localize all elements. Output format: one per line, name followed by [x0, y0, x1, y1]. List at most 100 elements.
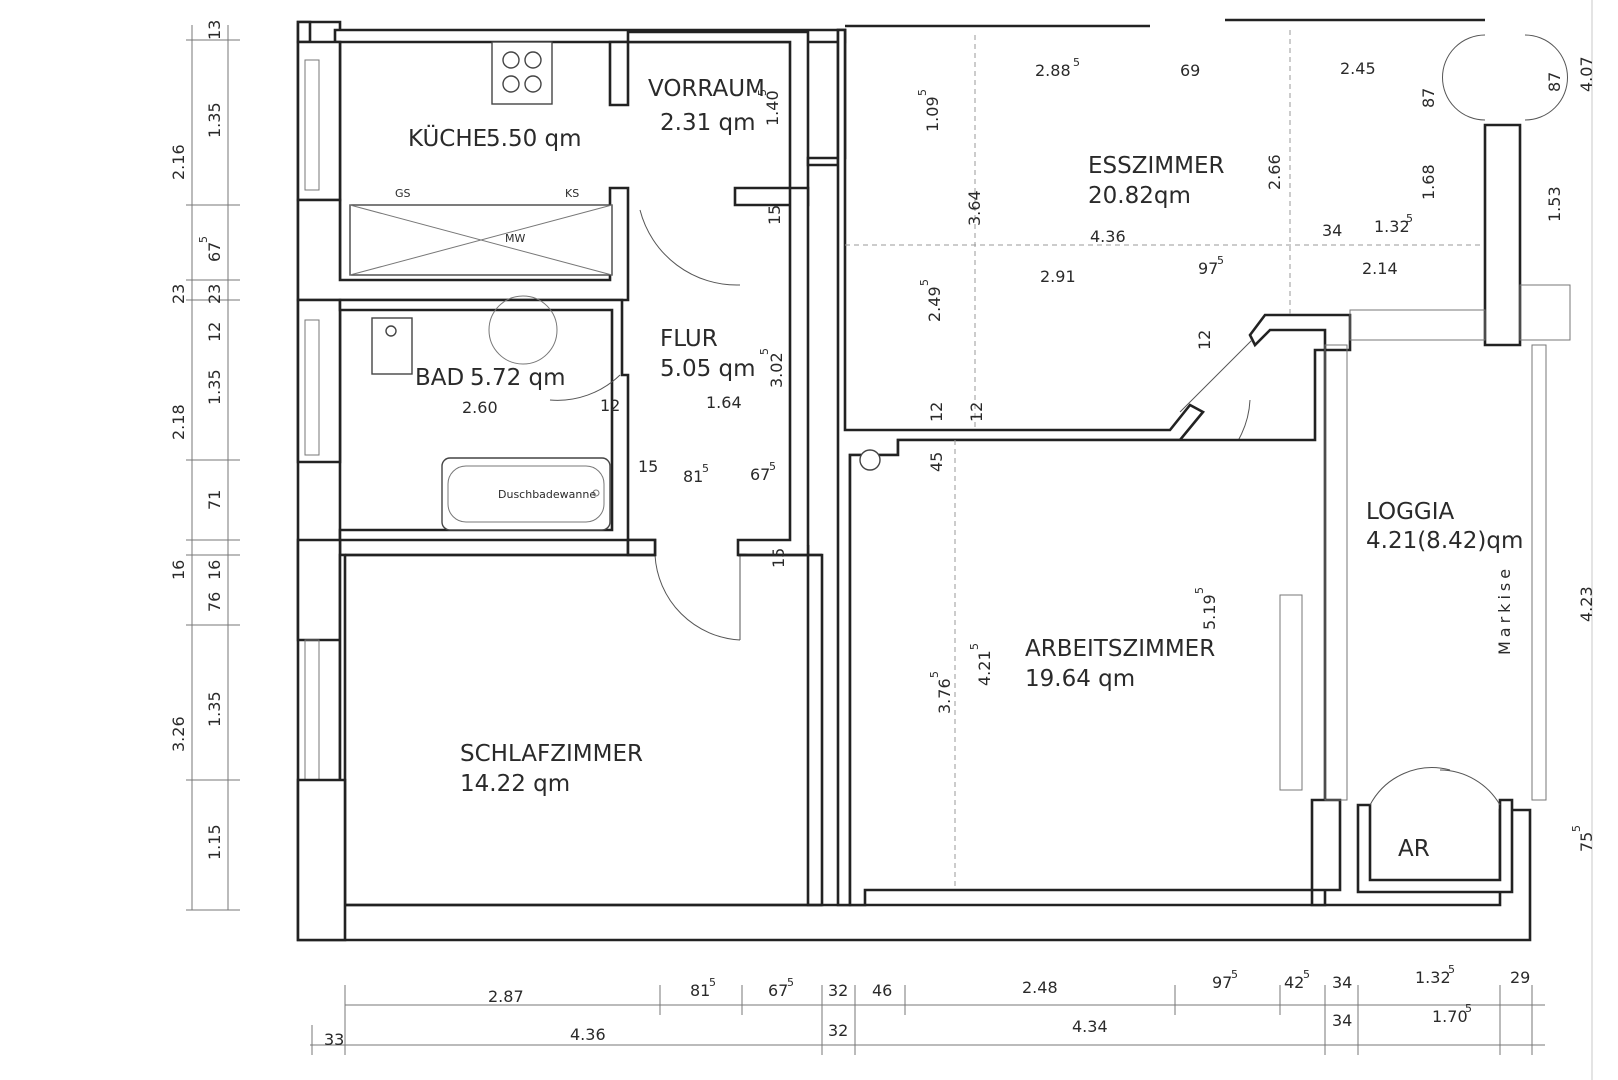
- kitchen-ks-label: KS: [565, 187, 579, 200]
- svg-text:1.70: 1.70: [1432, 1007, 1468, 1026]
- svg-text:71: 71: [205, 490, 224, 510]
- svg-text:2.48: 2.48: [1022, 978, 1058, 997]
- svg-text:87: 87: [1419, 88, 1438, 108]
- loggia-door-frame: [1349, 309, 1486, 341]
- svg-text:16: 16: [169, 560, 188, 580]
- svg-text:12: 12: [205, 322, 224, 342]
- svg-text:1.64: 1.64: [706, 393, 742, 412]
- svg-text:32: 32: [828, 981, 848, 1000]
- svg-text:1.09: 1.09: [923, 96, 942, 132]
- svg-text:4.07: 4.07: [1577, 56, 1596, 92]
- svg-text:5: 5: [968, 643, 981, 650]
- svg-text:97: 97: [1198, 259, 1218, 278]
- svg-text:15: 15: [638, 457, 658, 476]
- svg-text:1.32: 1.32: [1374, 217, 1410, 236]
- svg-text:15: 15: [769, 548, 788, 568]
- loggia-room: [1324, 344, 1547, 894]
- svg-text:3.64: 3.64: [965, 190, 984, 226]
- svg-text:5: 5: [1448, 963, 1455, 976]
- stove: [491, 41, 553, 105]
- loggia-name: LOGGIA: [1366, 499, 1455, 525]
- svg-text:5: 5: [702, 462, 709, 475]
- svg-text:1.32: 1.32: [1415, 968, 1451, 987]
- svg-text:2.88: 2.88: [1035, 61, 1071, 80]
- flur-name: FLUR: [660, 326, 718, 352]
- vorraum-area: 2.31 qm: [660, 110, 756, 136]
- svg-text:5: 5: [918, 279, 931, 286]
- bottom-dimensions: 2.87 81 5 67 5 32 46 2.48 97 5 42 5 34 1…: [324, 963, 1530, 1049]
- svg-text:67: 67: [768, 981, 788, 1000]
- radiator: [1279, 594, 1303, 791]
- svg-text:29: 29: [1510, 968, 1530, 987]
- svg-text:5: 5: [197, 236, 210, 243]
- esszimmer-name: ESSZIMMER: [1088, 153, 1224, 179]
- vorraum-name: VORRAUM: [648, 76, 765, 102]
- svg-text:81: 81: [683, 467, 703, 486]
- svg-text:2.87: 2.87: [488, 987, 524, 1006]
- kitchen-area: 5.50 qm: [486, 126, 582, 152]
- svg-text:1.40: 1.40: [763, 90, 782, 126]
- svg-text:2.14: 2.14: [1362, 259, 1398, 278]
- svg-text:5: 5: [1193, 587, 1206, 594]
- svg-text:4.21: 4.21: [975, 650, 994, 686]
- svg-text:46: 46: [872, 981, 892, 1000]
- svg-text:5: 5: [787, 976, 794, 989]
- loggia-area: 4.21(8.42)qm: [1366, 528, 1523, 554]
- svg-text:2.66: 2.66: [1265, 154, 1284, 190]
- markise-label: Markise: [1495, 565, 1514, 655]
- svg-text:32: 32: [828, 1021, 848, 1040]
- bath-area: 5.72 qm: [470, 365, 566, 391]
- svg-text:5: 5: [1303, 968, 1310, 981]
- loggia-glass-right: [1531, 344, 1547, 801]
- kitchen-room: GS KS MW: [296, 40, 630, 302]
- svg-text:5: 5: [758, 348, 771, 355]
- svg-text:1.35: 1.35: [205, 691, 224, 727]
- svg-text:4.34: 4.34: [1072, 1017, 1108, 1036]
- svg-text:4.23: 4.23: [1577, 586, 1596, 622]
- schlafzimmer-room: [296, 538, 824, 942]
- svg-text:1.35: 1.35: [205, 369, 224, 405]
- svg-text:34: 34: [1332, 973, 1352, 992]
- svg-text:5.19: 5.19: [1200, 594, 1219, 630]
- left-dimension-lines: [186, 25, 240, 911]
- svg-text:1.53: 1.53: [1545, 186, 1564, 222]
- svg-text:5: 5: [709, 976, 716, 989]
- schlafzimmer-area: 14.22 qm: [460, 771, 570, 797]
- svg-text:15: 15: [765, 205, 784, 225]
- flur-area: 5.05 qm: [660, 356, 756, 382]
- svg-text:4.36: 4.36: [570, 1025, 606, 1044]
- svg-text:12: 12: [927, 402, 946, 422]
- svg-text:5: 5: [916, 89, 929, 96]
- svg-text:5: 5: [1217, 254, 1224, 267]
- svg-text:5: 5: [1073, 56, 1080, 69]
- svg-text:12: 12: [600, 396, 620, 415]
- svg-text:87: 87: [1545, 72, 1564, 92]
- schlafzimmer-name: SCHLAFZIMMER: [460, 741, 643, 767]
- svg-text:69: 69: [1180, 61, 1200, 80]
- bath-name: BAD: [415, 365, 464, 391]
- svg-text:5: 5: [1406, 212, 1413, 225]
- svg-text:12: 12: [967, 402, 986, 422]
- svg-text:4.36: 4.36: [1090, 227, 1126, 246]
- svg-text:3.76: 3.76: [935, 678, 954, 714]
- right-window: [1519, 284, 1571, 341]
- svg-text:5: 5: [756, 89, 769, 96]
- kitchen-window: [304, 59, 320, 191]
- right-dimensions: 87 4.07 1.53 4.23 75 5: [1545, 56, 1596, 852]
- bottom-dimension-lines: [310, 985, 1545, 1055]
- svg-text:12: 12: [1195, 330, 1214, 350]
- arbeitszimmer-name: ARBEITSZIMMER: [1025, 636, 1215, 662]
- svg-text:1.35: 1.35: [205, 102, 224, 138]
- svg-text:5: 5: [928, 671, 941, 678]
- svg-text:5: 5: [1231, 968, 1238, 981]
- svg-text:67: 67: [750, 465, 770, 484]
- svg-text:34: 34: [1322, 221, 1342, 240]
- svg-text:3.02: 3.02: [767, 352, 786, 388]
- arbeitszimmer-area: 19.64 qm: [1025, 666, 1135, 692]
- svg-text:1.15: 1.15: [205, 824, 224, 860]
- arbeitszimmer-room: [848, 348, 1342, 907]
- svg-text:2.16: 2.16: [169, 144, 188, 180]
- svg-text:2.91: 2.91: [1040, 267, 1076, 286]
- ar-name: AR: [1398, 836, 1430, 862]
